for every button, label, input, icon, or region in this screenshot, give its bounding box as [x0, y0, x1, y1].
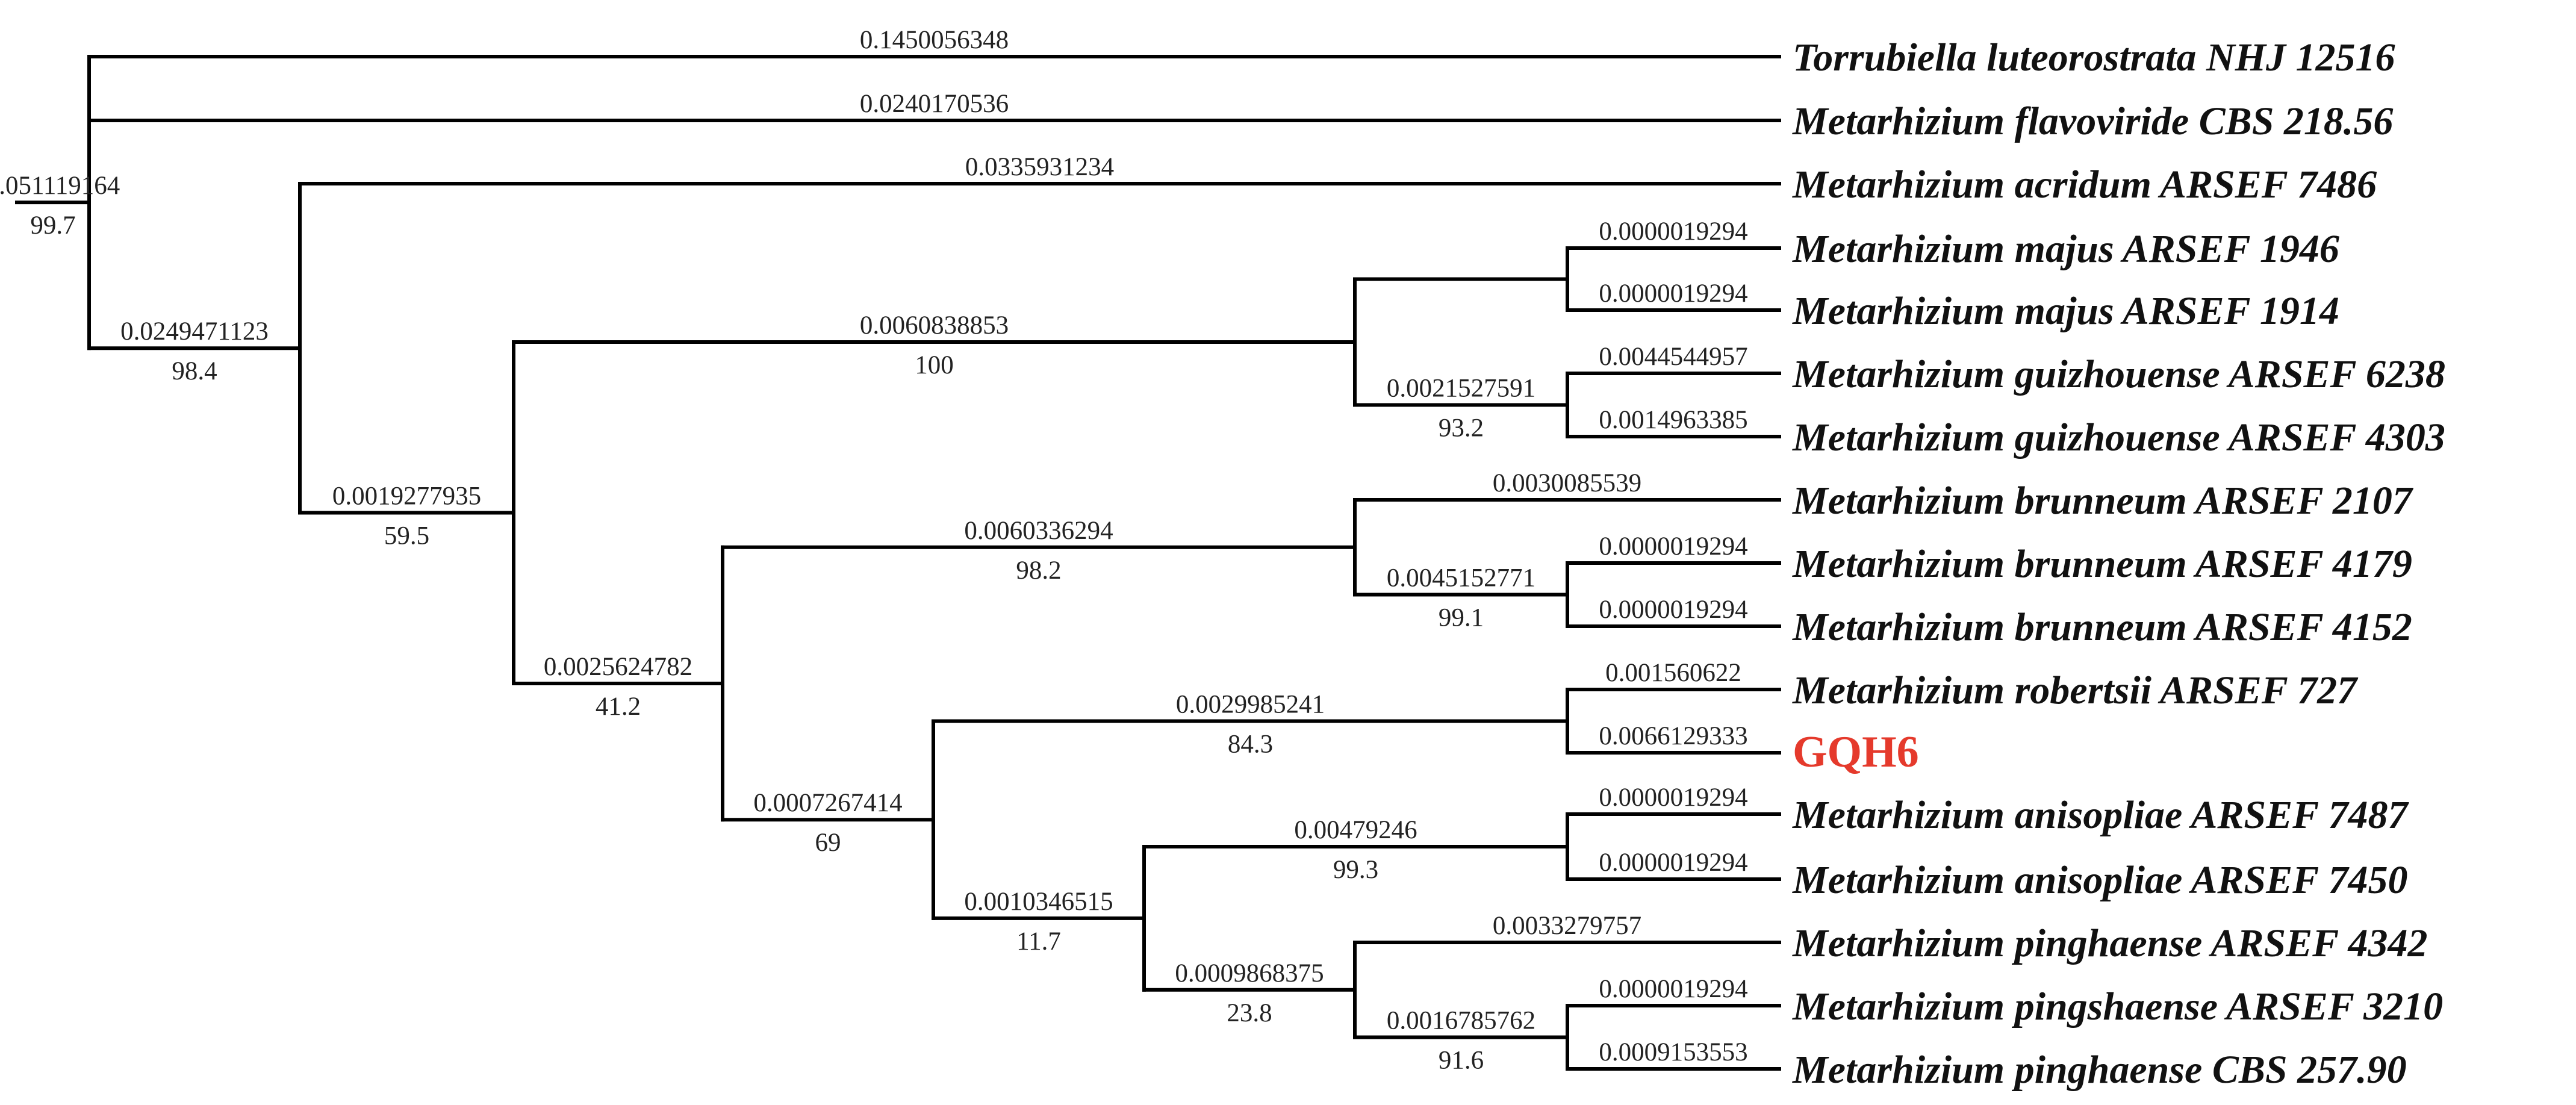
taxon-label: Metarhizium guizhouense ARSEF 4303	[1792, 416, 2445, 459]
bootstrap-support-label: 91.6	[1439, 1047, 1484, 1075]
bootstrap-support-label: 99.7	[30, 211, 75, 240]
taxon-label: Metarhizium robertsii ARSEF 727	[1792, 668, 2359, 712]
branch-length-label: 0.0033279757	[1493, 912, 1641, 940]
branch-length-label: 0.051119164	[0, 172, 120, 200]
taxon-label: Metarhizium guizhouense ARSEF 6238	[1792, 352, 2445, 396]
taxon-label: Metarhizium brunneum ARSEF 4179	[1792, 542, 2412, 586]
branch-length-label: 0.0044544957	[1599, 343, 1747, 371]
taxon-label: Metarhizium flavoviride CBS 218.56	[1792, 99, 2393, 143]
bootstrap-support-label: 100	[915, 351, 954, 379]
bootstrap-support-label: 23.8	[1227, 999, 1272, 1027]
bootstrap-support-label: 59.5	[384, 521, 429, 550]
branch-length-label: 0.0000019294	[1599, 596, 1747, 624]
taxon-label: Metarhizium pinghaense CBS 257.90	[1792, 1048, 2407, 1092]
branch-length-label: 0.0000019294	[1599, 532, 1747, 561]
highlighted-taxon-label: GQH6	[1793, 727, 1919, 777]
bootstrap-support-label: 11.7	[1016, 927, 1061, 956]
branch-length-label: 0.1450056348	[860, 26, 1009, 54]
taxon-label: Metarhizium brunneum ARSEF 2107	[1792, 479, 2414, 523]
branch-length-label: 0.0060838853	[860, 311, 1009, 340]
bootstrap-support-label: 98.4	[172, 357, 217, 385]
branch-length-label: 0.0010346515	[964, 888, 1113, 916]
bootstrap-support-label: 69	[815, 829, 841, 857]
bootstrap-support-label: 99.3	[1333, 856, 1378, 884]
branch-length-label: 0.0021527591	[1387, 375, 1535, 403]
branch-length-label: 0.0009868375	[1175, 959, 1324, 988]
branch-length-label: 0.0240170536	[860, 90, 1009, 118]
taxon-label: Metarhizium pinghaense ARSEF 4342	[1792, 921, 2428, 965]
branch-length-label: 0.0019277935	[332, 482, 481, 510]
branch-length-label: 0.0030085539	[1493, 469, 1641, 497]
branch-length-label: 0.0045152771	[1387, 564, 1535, 593]
branch-length-label: 0.001560622	[1605, 659, 1741, 687]
bootstrap-support-label: 84.3	[1228, 730, 1273, 759]
taxon-label: Metarhizium brunneum ARSEF 4152	[1792, 605, 2412, 649]
branch-length-label: 0.0066129333	[1599, 722, 1747, 750]
bootstrap-support-label: 41.2	[596, 693, 641, 721]
branch-length-label: 0.00479246	[1294, 816, 1417, 844]
taxon-label: Metarhizium acridum ARSEF 7486	[1792, 163, 2377, 207]
bootstrap-support-label: 93.2	[1439, 414, 1484, 443]
branch-length-label: 0.0016785762	[1387, 1007, 1535, 1035]
branch-length-label: 0.0060336294	[964, 517, 1113, 545]
branch-length-label: 0.0025624782	[544, 653, 692, 681]
taxon-label: Metarhizium anisopliae ARSEF 7487	[1792, 793, 2409, 837]
taxon-label: Metarhizium majus ARSEF 1914	[1792, 289, 2339, 333]
bootstrap-support-label: 98.2	[1016, 556, 1061, 585]
branch-length-label: 0.0000019294	[1599, 279, 1747, 308]
taxon-label: Metarhizium majus ARSEF 1946	[1792, 227, 2339, 271]
branch-length-label: 0.0014963385	[1599, 406, 1747, 434]
branch-length-label: 0.0000019294	[1599, 783, 1747, 812]
branch-length-label: 0.0009153553	[1599, 1038, 1747, 1066]
branch-length-label: 0.0029985241	[1176, 691, 1325, 719]
taxon-label: Metarhizium anisopliae ARSEF 7450	[1792, 858, 2407, 902]
taxon-label: Torrubiella luteorostrata NHJ 12516	[1793, 36, 2395, 79]
branch-length-label: 0.0249471123	[120, 317, 269, 346]
branch-length-label: 0.0000019294	[1599, 975, 1747, 1003]
branch-length-label: 0.0000019294	[1599, 848, 1747, 877]
bootstrap-support-label: 99.1	[1439, 604, 1484, 632]
taxon-label: Metarhizium pingshaense ARSEF 3210	[1792, 985, 2443, 1029]
branch-length-label: 0.0335931234	[965, 153, 1114, 181]
branch-length-label: 0.0000019294	[1599, 217, 1747, 246]
branch-length-label: 0.0007267414	[753, 789, 902, 817]
